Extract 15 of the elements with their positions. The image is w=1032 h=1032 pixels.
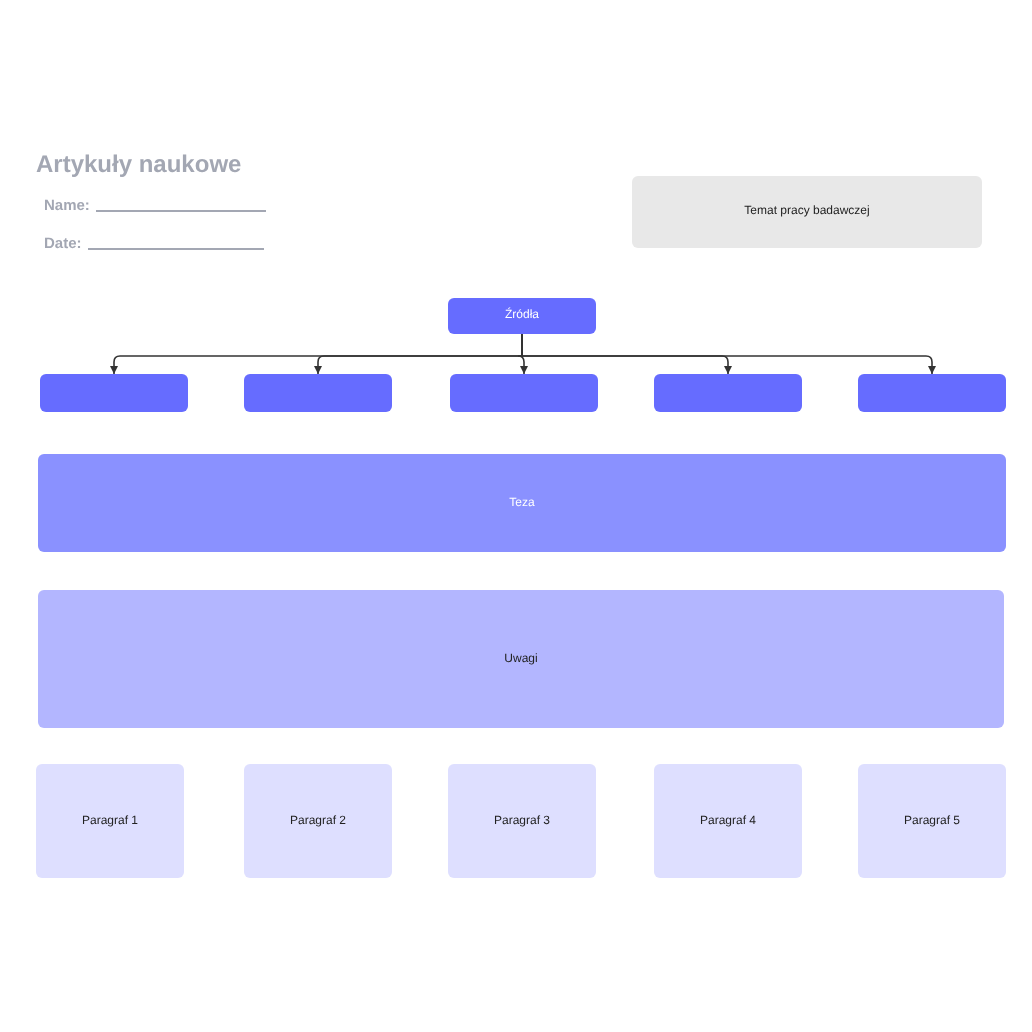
notes-box — [38, 590, 1004, 728]
empty-box — [244, 374, 392, 412]
empty-box — [450, 374, 598, 412]
title: Artykuły naukowe — [36, 150, 242, 178]
empty-box — [858, 374, 1006, 412]
thesis-box — [38, 454, 1006, 552]
empty-box — [654, 374, 802, 412]
arrow — [521, 333, 936, 375]
paragraph-box — [448, 764, 596, 878]
paragraph-box — [244, 764, 392, 878]
paragraph-box — [858, 764, 1006, 878]
paragraph-box — [654, 764, 802, 878]
paragraph-box — [36, 764, 184, 878]
process-box — [448, 298, 596, 334]
empty-box — [40, 374, 188, 412]
